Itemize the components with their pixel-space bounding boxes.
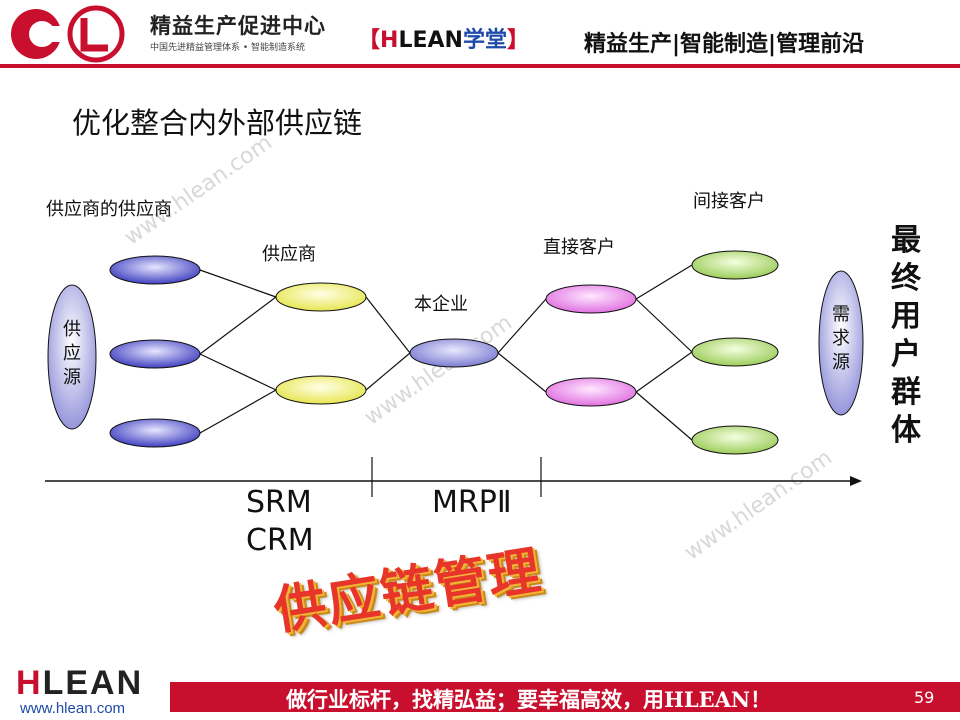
logo-l-mark	[80, 18, 108, 52]
label-enterprise: 本企业	[414, 294, 468, 315]
label-char: 求	[832, 328, 850, 349]
page-number: 59	[914, 688, 935, 707]
brand-cn: 学堂	[462, 28, 507, 53]
supplier-of-supplier-node	[109, 339, 201, 369]
connector	[365, 296, 411, 354]
label-char: 体	[891, 413, 921, 448]
supplier-node	[275, 282, 367, 312]
supplier-of-supplier-node	[109, 418, 201, 448]
footer-slogan: 做行业标杆，找精弘益；要幸福高效，用HLEAN！	[286, 687, 772, 712]
logo-c-gap	[44, 26, 66, 42]
label-supplier: 供应商	[262, 244, 316, 265]
label-char: 应	[63, 343, 81, 364]
direct-customer-node	[545, 377, 637, 407]
connector	[635, 391, 693, 441]
label-char: 用	[891, 299, 921, 334]
header-divider	[0, 64, 960, 68]
label-end-user-group: 最 终 用 户 群 体	[889, 222, 923, 450]
connector	[199, 389, 277, 434]
connector	[199, 353, 277, 391]
connector	[635, 298, 693, 353]
footer-logo: HLEAN	[16, 664, 143, 703]
label-char: 源	[832, 352, 850, 373]
connector	[635, 264, 693, 300]
label-supply-source: 供 应 源	[61, 318, 83, 390]
label-char: 需	[832, 304, 850, 325]
brand-h: H	[380, 28, 399, 53]
connector	[635, 351, 693, 393]
footer-bar	[170, 682, 960, 712]
indirect-customer-node	[691, 425, 779, 455]
supplier-node	[275, 375, 367, 405]
connector	[497, 352, 547, 393]
slide-title: 优化整合内外部供应链	[72, 106, 363, 140]
connector	[497, 298, 547, 354]
enterprise-node	[409, 338, 499, 368]
connector	[365, 352, 411, 391]
indirect-customer-node	[691, 337, 779, 367]
label-suppliers-supplier: 供应商的供应商	[46, 199, 172, 220]
demand-source-node	[818, 270, 864, 416]
logo-ring	[67, 5, 125, 63]
supply-source-node	[47, 284, 97, 430]
label-char: 供	[63, 319, 81, 340]
segment-mrp: MRPⅡ	[432, 485, 512, 520]
brand-title: 【HLEAN学堂】	[358, 22, 529, 54]
logo-name: 精益生产促进中心	[150, 14, 326, 38]
connector	[199, 296, 277, 355]
segment-crm: CRM	[246, 523, 314, 558]
brand-lean: LEAN	[398, 28, 463, 53]
label-char: 源	[63, 367, 81, 388]
logo-subtitle: 中国先进精益管理体系 • 智能制造系统	[150, 43, 306, 53]
label-char: 最	[891, 223, 921, 258]
footer-url[interactable]: www.hlean.com	[20, 700, 126, 717]
segment-srm: SRM	[246, 485, 312, 520]
label-indirect-customer: 间接客户	[693, 191, 765, 212]
indirect-customer-node	[691, 250, 779, 280]
footer-logo-rest: LEAN	[42, 664, 144, 702]
hlean-logo-icon	[11, 5, 125, 63]
header-bar	[0, 0, 960, 72]
brand-bracket-left: 【	[358, 28, 381, 53]
supplier-of-supplier-node	[109, 255, 201, 285]
label-char: 终	[891, 261, 921, 296]
label-direct-customer: 直接客户	[543, 237, 615, 258]
brand-bracket-right: 】	[506, 28, 529, 53]
connector	[199, 269, 277, 298]
label-char: 户	[891, 337, 921, 372]
header-tagline: 精益生产|智能制造|管理前沿	[584, 32, 865, 57]
arrow-head-icon	[850, 476, 862, 486]
footer-logo-h: H	[16, 664, 43, 702]
connector-lines	[199, 264, 693, 441]
label-demand-source: 需 求 源	[830, 303, 852, 375]
direct-customer-node	[545, 284, 637, 314]
label-char: 群	[891, 375, 921, 410]
